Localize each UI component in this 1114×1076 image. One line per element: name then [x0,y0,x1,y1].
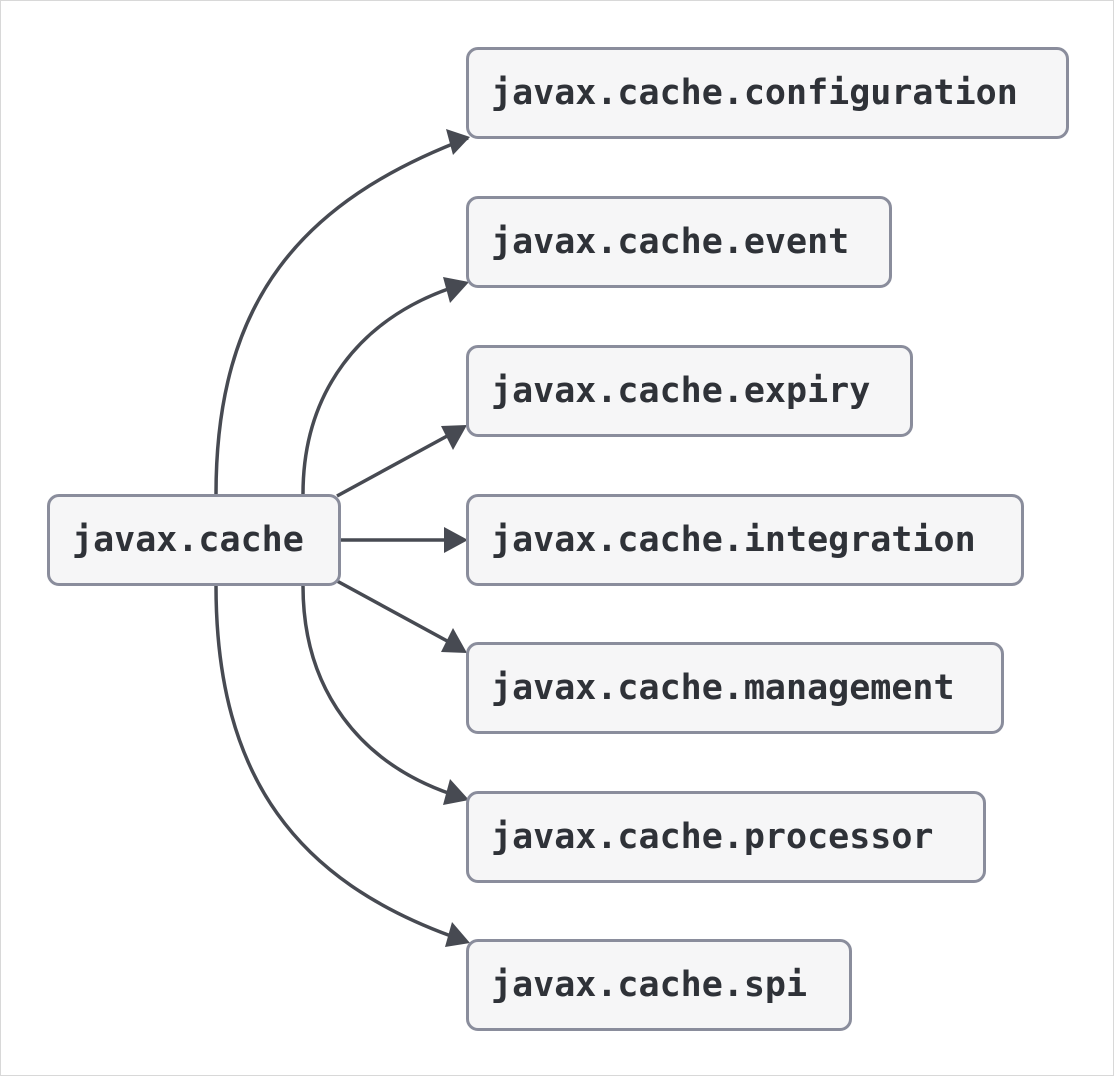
edge-to-processor [301,585,452,796]
arrowhead-management [441,628,467,653]
arrowhead-integration [444,527,468,553]
edge-to-management [336,579,450,644]
edge-to-expiry [336,433,450,498]
edge-to-event [301,286,452,495]
node-javax-cache-processor: javax.cache.processor [466,791,986,883]
node-javax-cache: javax.cache [47,494,341,586]
arrowhead-expiry [441,425,467,450]
node-javax-cache-management: javax.cache.management [466,642,1004,734]
arrowhead-configuration [446,129,470,155]
node-javax-cache-event: javax.cache.event [466,196,892,288]
arrowhead-spi [445,922,470,947]
arrowhead-processor [443,779,469,805]
node-javax-cache-spi: javax.cache.spi [466,939,852,1031]
node-javax-cache-configuration: javax.cache.configuration [466,47,1069,139]
arrowhead-event [443,277,469,303]
node-javax-cache-expiry: javax.cache.expiry [466,345,913,437]
node-javax-cache-integration: javax.cache.integration [466,494,1024,586]
edge-to-configuration [214,136,469,495]
edge-to-spi [214,585,452,938]
